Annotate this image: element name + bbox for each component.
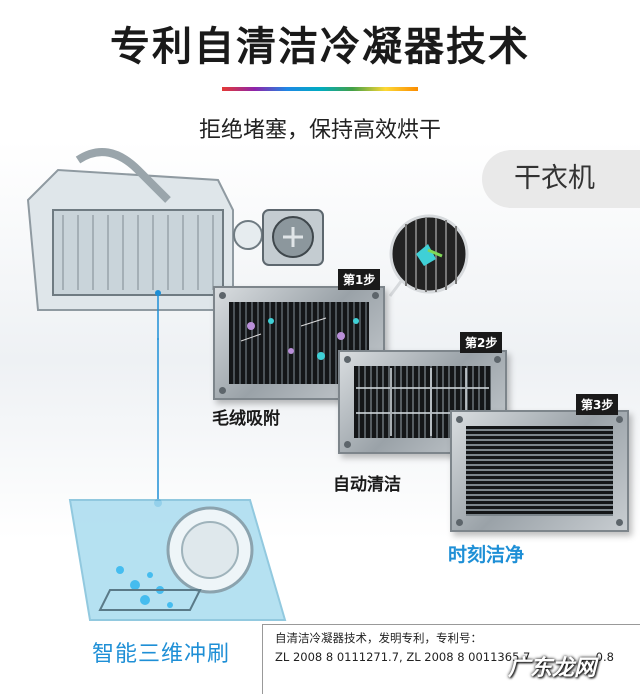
step3-caption: 时刻洁净 bbox=[448, 544, 525, 566]
patent-line-1: 自清洁冷凝器技术，发明专利，专利号： bbox=[275, 631, 482, 645]
step1-caption: 毛绒吸附 bbox=[212, 409, 280, 429]
page-subtitle: 拒绝堵塞，保持高效烘干 bbox=[198, 118, 441, 143]
dryer-unit-illustration bbox=[26, 148, 324, 340]
lint-fibers bbox=[240, 317, 359, 360]
step3-badge: 第3步 bbox=[576, 394, 619, 415]
connector-line bbox=[154, 338, 162, 507]
page-title: 专利自清洁冷凝器技术 bbox=[110, 24, 530, 70]
step3-condenser-grid bbox=[466, 426, 613, 516]
patent-info-box: 自清洁冷凝器技术，发明专利，专利号： ZL 2008 8 0111271.7, … bbox=[262, 624, 640, 694]
step1-badge: 第1步 bbox=[338, 269, 381, 290]
title-underline bbox=[222, 87, 418, 91]
feature-label: 智能三维冲刷 bbox=[92, 642, 231, 667]
step3-condenser-panel bbox=[450, 410, 629, 532]
magnifier-lint-closeup bbox=[388, 214, 469, 297]
category-tag: 干衣机 bbox=[482, 150, 640, 208]
step2-badge: 第2步 bbox=[460, 332, 503, 353]
step2-caption: 自动清洁 bbox=[333, 475, 401, 495]
patent-line-2: ZL 2008 8 0111271.7, ZL 2008 8 0011365.7… bbox=[275, 650, 614, 664]
patent-line-tail: 0.8 bbox=[595, 650, 614, 664]
step1-condenser-panel bbox=[213, 286, 385, 400]
watermark-text: 广东龙网 bbox=[508, 656, 597, 681]
spray-illustration bbox=[68, 499, 287, 621]
